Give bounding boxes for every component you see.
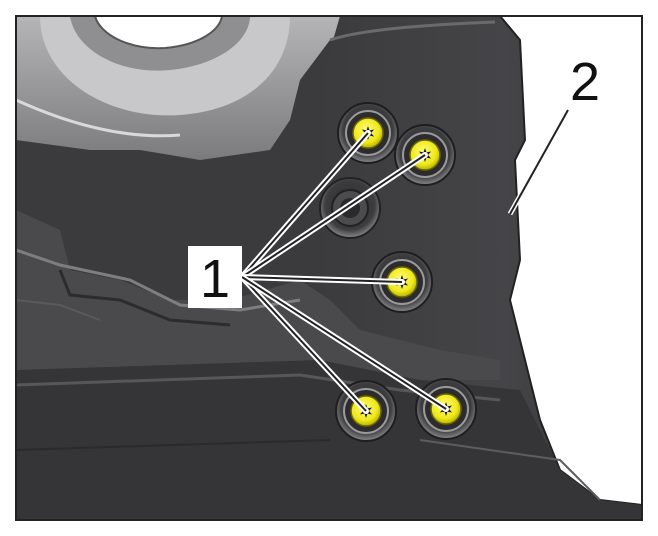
callout-1-label: 1 bbox=[200, 249, 230, 309]
housing-illustration bbox=[16, 16, 642, 520]
leader-line-5 bbox=[239, 274, 449, 412]
callout-2-leader bbox=[509, 109, 569, 215]
callout-2: 2 bbox=[507, 52, 600, 216]
callout-1-leaders bbox=[239, 130, 449, 414]
leader-line-1 bbox=[239, 130, 371, 280]
figure-frame bbox=[15, 15, 643, 521]
leader-line-3 bbox=[239, 274, 405, 285]
callout-2-label: 2 bbox=[570, 52, 600, 112]
leader-line-4 bbox=[239, 274, 369, 414]
callout-1: 1 bbox=[188, 246, 242, 309]
leader-line-2 bbox=[239, 152, 428, 280]
